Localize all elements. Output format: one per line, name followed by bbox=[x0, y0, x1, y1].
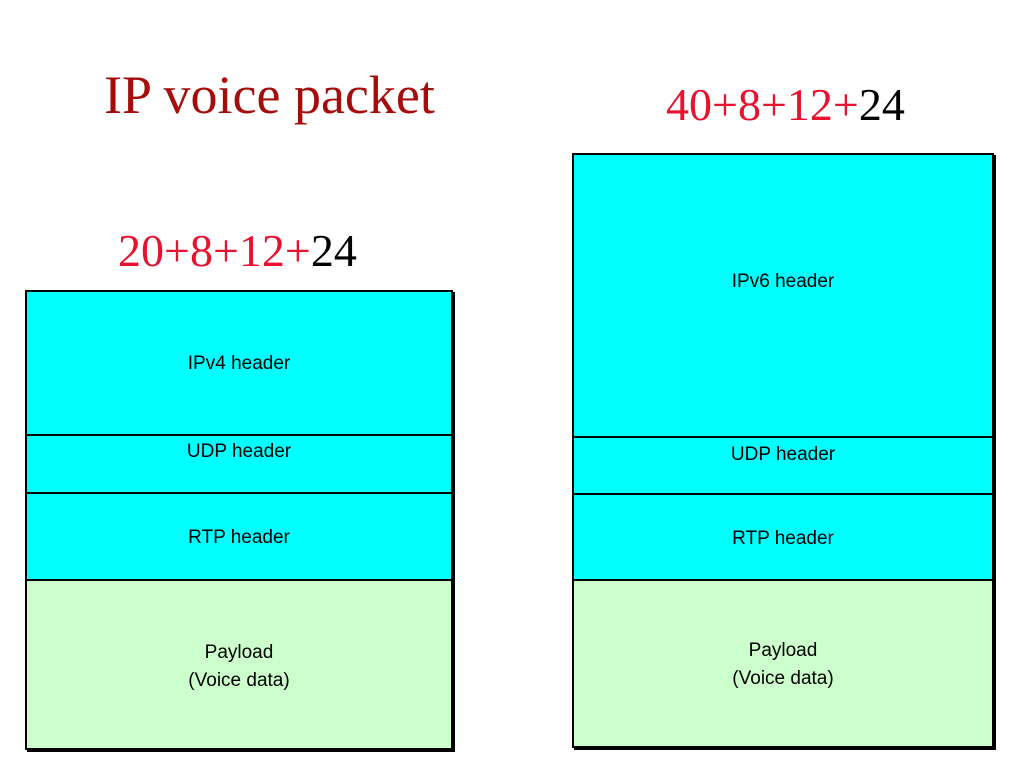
ipv4-header-segment: IPv4 header bbox=[27, 292, 451, 434]
ipv4-payload-sublabel: (Voice data) bbox=[188, 670, 290, 691]
ipv4-payload-label: Payload bbox=[204, 642, 274, 663]
ipv6-rtp-header-segment: RTP header bbox=[574, 493, 992, 579]
ipv6-payload-label: Payload bbox=[748, 640, 818, 661]
ipv4-formula-payload-size: 24 bbox=[310, 225, 357, 276]
ipv6-header-label: IPv6 header bbox=[731, 271, 835, 292]
ipv6-packet-diagram: IPv6 header UDP header RTP header Payloa… bbox=[572, 153, 994, 748]
ipv4-udp-header-label: UDP header bbox=[186, 441, 292, 462]
ipv4-packet-diagram: IPv4 header UDP header RTP header Payloa… bbox=[25, 290, 453, 750]
ipv6-payload-sublabel: (Voice data) bbox=[732, 668, 834, 689]
ipv4-formula-header-sizes: 20+8+12+ bbox=[118, 225, 311, 276]
ipv6-udp-header-label: UDP header bbox=[730, 444, 836, 465]
ipv4-rtp-header-label: RTP header bbox=[188, 527, 290, 548]
ipv6-header-segment: IPv6 header bbox=[574, 155, 992, 436]
ipv6-formula-header-sizes: 40+8+12+ bbox=[666, 79, 859, 130]
ipv4-udp-header-segment: UDP header bbox=[27, 434, 451, 492]
ipv4-size-formula: 20+8+12+24 bbox=[118, 228, 357, 274]
ipv6-udp-header-segment: UDP header bbox=[574, 436, 992, 493]
ipv4-payload-segment: Payload (Voice data) bbox=[27, 579, 451, 748]
ipv6-size-formula: 40+8+12+24 bbox=[666, 82, 905, 128]
ipv4-header-label: IPv4 header bbox=[187, 353, 291, 374]
slide-title: IP voice packet bbox=[104, 65, 435, 125]
ipv6-payload-segment: Payload (Voice data) bbox=[574, 579, 992, 746]
ipv6-formula-payload-size: 24 bbox=[858, 79, 905, 130]
ipv4-rtp-header-segment: RTP header bbox=[27, 492, 451, 579]
ipv6-rtp-header-label: RTP header bbox=[732, 528, 834, 549]
